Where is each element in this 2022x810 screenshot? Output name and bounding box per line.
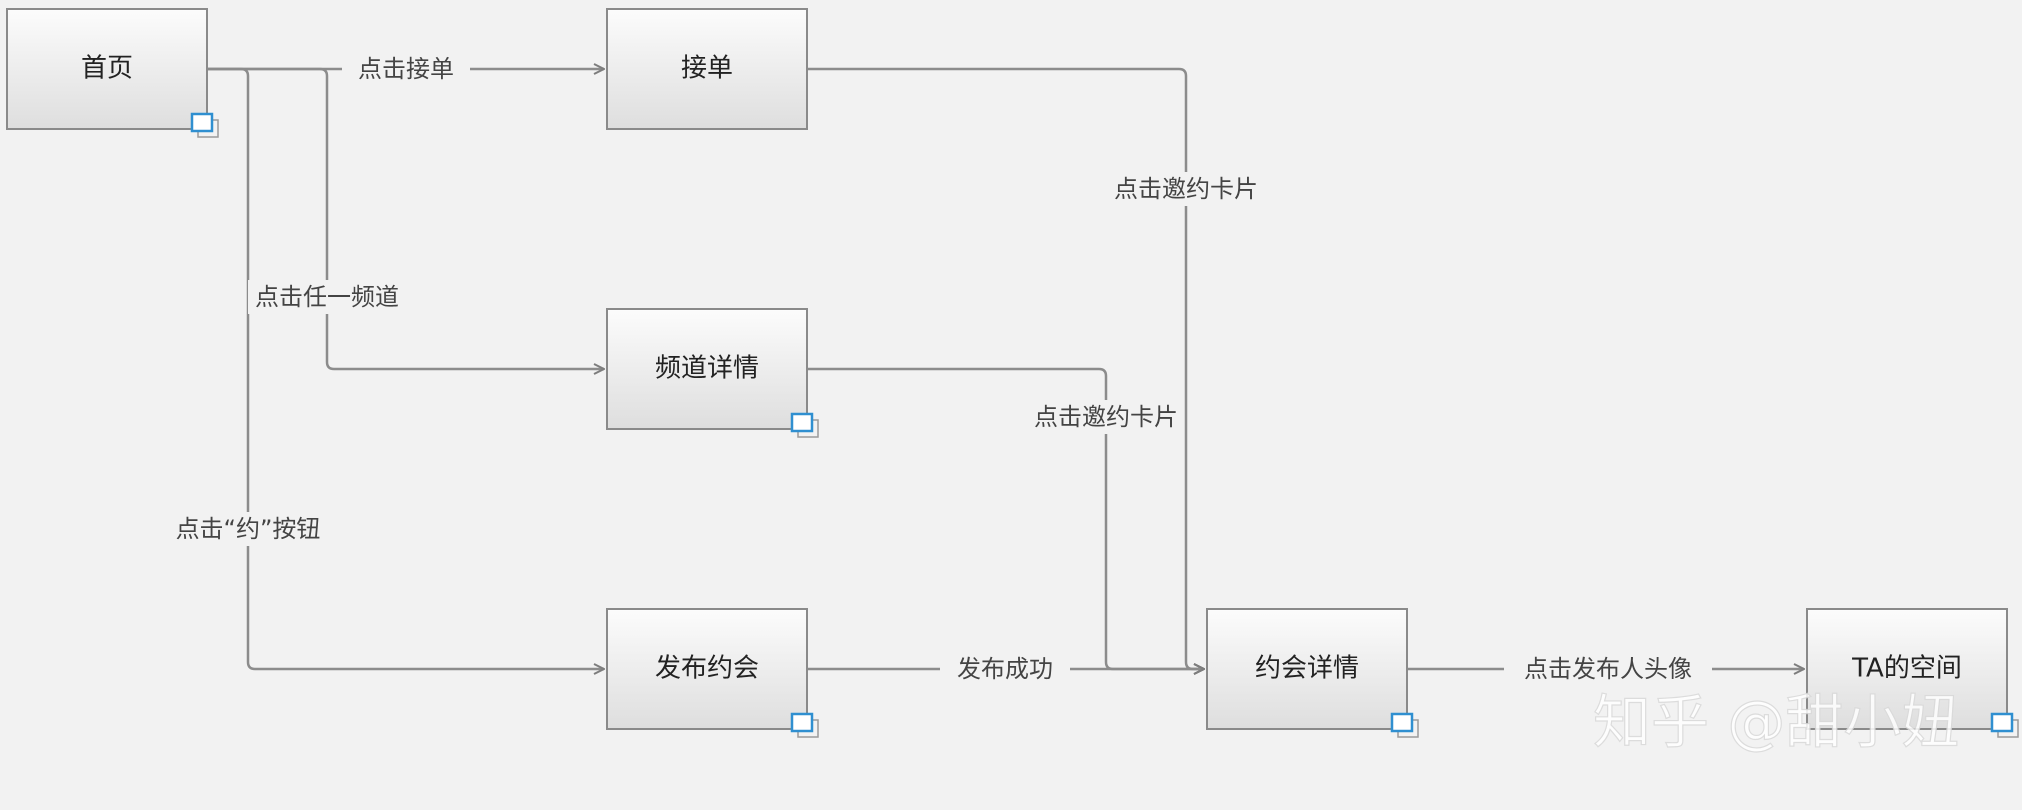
watermark: 知乎 @甜小妞: [1593, 688, 1959, 756]
edge-label-date-to-ta: 点击发布人头像: [1524, 655, 1692, 683]
edge-label-accept-to-date: 点击邀约卡片: [1114, 175, 1258, 203]
node-publish-date[interactable]: 发布约会: [606, 608, 819, 738]
edge-home-to-channel: [208, 67, 604, 369]
node-date-detail[interactable]: 约会详情: [1206, 608, 1419, 738]
node-ta-space[interactable]: TA的空间: [1806, 608, 2019, 738]
linked-page-icon[interactable]: [790, 712, 819, 738]
edge-labels: 点击接单 点击任一频道 点击“约”按钮 点击邀约卡片 点击邀约卡片 发布成功 点…: [168, 52, 1712, 686]
node-label-home: 首页: [81, 54, 133, 84]
node-accept-order[interactable]: 接单: [606, 8, 808, 130]
node-label-publish-date: 发布约会: [655, 654, 759, 684]
edge-label-home-to-accept: 点击接单: [358, 55, 454, 83]
edge-label-channel-to-date: 点击邀约卡片: [1034, 403, 1178, 431]
linked-page-icon[interactable]: [790, 412, 819, 438]
edge-label-home-to-channel: 点击任一频道: [255, 283, 399, 311]
node-label-channel-detail: 频道详情: [655, 354, 759, 384]
edge-label-home-to-publish: 点击“约”按钮: [176, 515, 321, 543]
node-label-ta-space: TA的空间: [1851, 654, 1962, 684]
edge-label-publish-to-date: 发布成功: [957, 655, 1053, 683]
linked-page-icon[interactable]: [190, 112, 219, 138]
linked-page-icon[interactable]: [1990, 712, 2019, 738]
node-label-accept-order: 接单: [681, 54, 733, 84]
node-home[interactable]: 首页: [6, 8, 219, 138]
linked-page-icon[interactable]: [1390, 712, 1419, 738]
connectors: [208, 69, 1804, 669]
edge-home-to-publish: [208, 67, 604, 669]
node-label-date-detail: 约会详情: [1255, 654, 1359, 684]
node-channel-detail[interactable]: 频道详情: [606, 308, 819, 438]
